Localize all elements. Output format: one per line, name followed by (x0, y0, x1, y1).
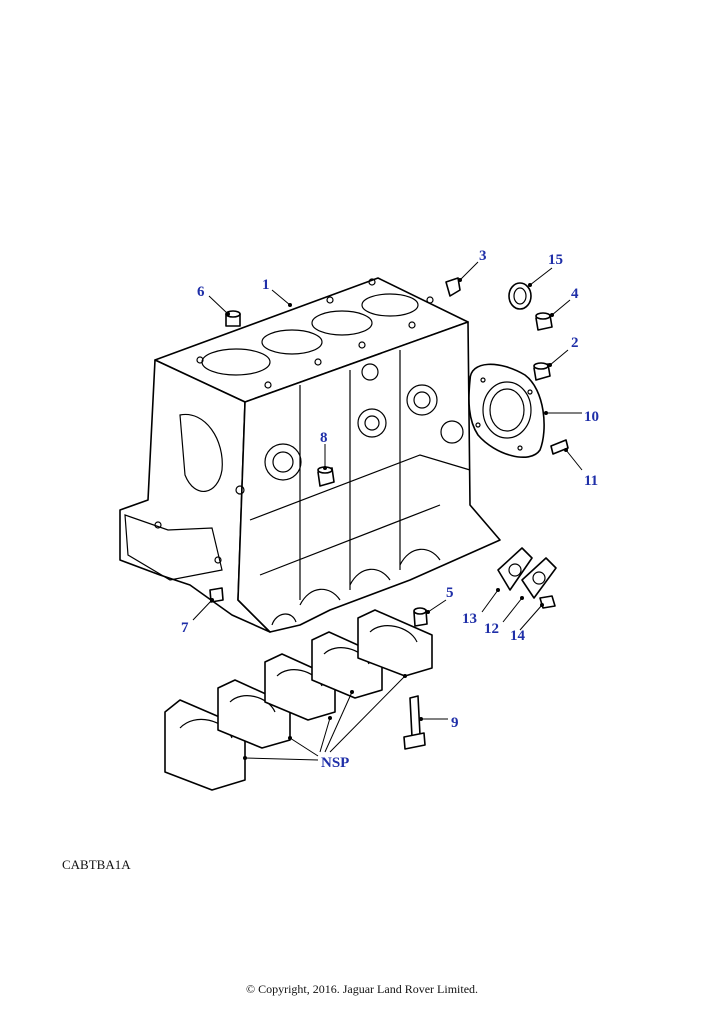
callout-14: 14 (510, 628, 526, 644)
plug-4 (535, 312, 553, 331)
plug-3 (445, 277, 461, 297)
copyright-notice: © Copyright, 2016. Jaguar Land Rover Lim… (245, 982, 479, 996)
callout-6: 6 (197, 284, 205, 300)
callout-9: 9 (451, 715, 459, 731)
callout-12: 12 (484, 621, 499, 637)
core-plug-2 (533, 362, 551, 381)
callout-nsp: NSP (321, 755, 349, 771)
reference-code: CABTBA1A (62, 857, 131, 872)
callout-1: 1 (262, 277, 270, 293)
callout-labels: 1 2 3 4 5 6 7 8 9 10 11 12 13 14 15 NSP (181, 248, 599, 771)
callout-13: 13 (462, 611, 477, 627)
callout-2: 2 (571, 335, 579, 351)
callout-4: 4 (571, 286, 579, 302)
bearing-caps-nsp (164, 609, 433, 791)
callout-11: 11 (584, 473, 598, 489)
callout-8: 8 (320, 430, 328, 446)
callout-15: 15 (548, 252, 563, 268)
dowel-5 (413, 607, 428, 627)
leader-dots (210, 278, 568, 760)
dowel-8 (317, 466, 335, 487)
gasket-13 (497, 547, 533, 591)
callout-7: 7 (181, 620, 189, 636)
bolt-11 (550, 439, 569, 455)
gasket-12 (521, 557, 557, 599)
oil-seal-15 (508, 282, 532, 310)
leader-lines (192, 261, 583, 761)
callout-3: 3 (479, 248, 487, 264)
cylinder-block (119, 277, 501, 633)
callout-5: 5 (446, 585, 454, 601)
bolt-9 (403, 695, 426, 750)
callout-10: 10 (584, 409, 599, 425)
seal-housing-10 (468, 363, 545, 459)
